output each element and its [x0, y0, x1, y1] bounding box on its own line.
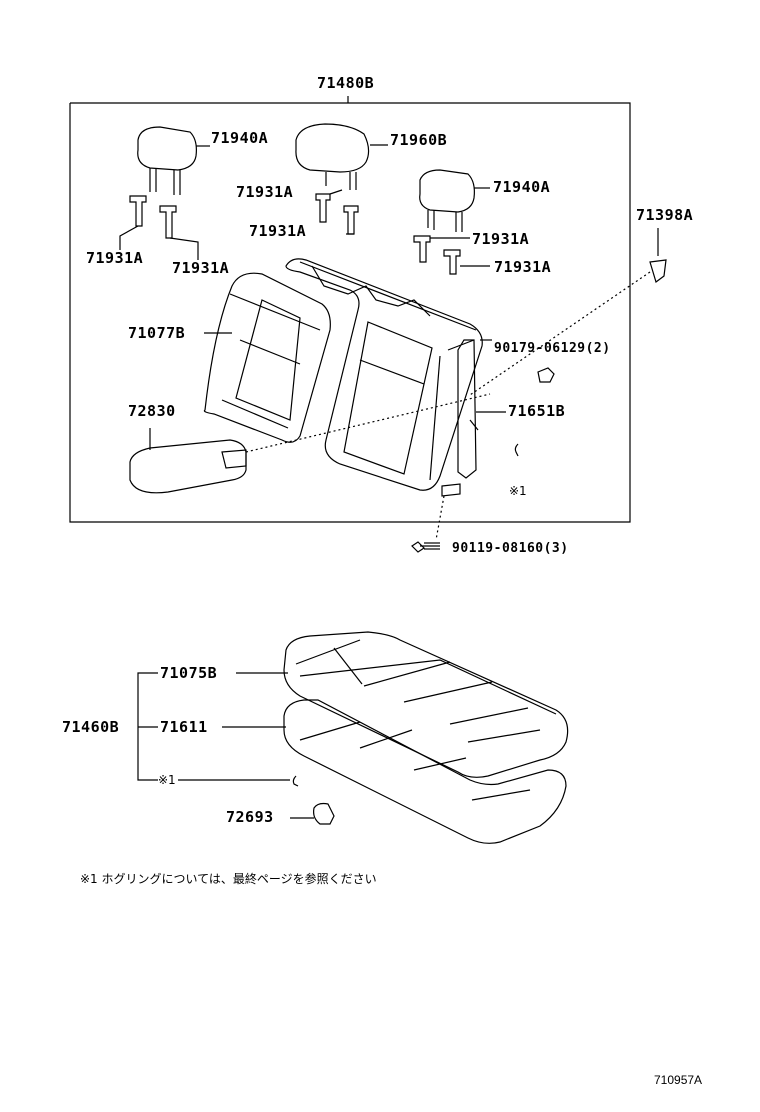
label-support-center-2: 71931A: [249, 222, 307, 240]
hook-part: [290, 804, 334, 825]
hog-ring-icon: [515, 444, 518, 456]
label-bolt: 90119-08160(3): [452, 541, 569, 556]
drawing-code: 710957A: [654, 1073, 703, 1087]
clip-part: [470, 228, 666, 395]
label-clip: 71398A: [636, 206, 694, 224]
label-support-left-2: 71931A: [172, 259, 230, 277]
label-support-right-2: 71931A: [494, 258, 552, 276]
headrest-right: [420, 170, 490, 232]
seat-cushion-cover: [284, 632, 568, 777]
label-nut: 90179-06129(2): [494, 341, 611, 356]
seat-cushion-pad: [284, 700, 566, 843]
headrest-support-right: [414, 236, 490, 274]
label-ring-mark-2: ※1: [158, 773, 176, 787]
headrest-support-center: [316, 190, 358, 234]
label-armrest: 72830: [128, 402, 176, 420]
label-back-frame: 71651B: [508, 402, 566, 420]
footnote: ※1 ホグリングについては、最終ページを参照ください: [80, 872, 377, 886]
back-frame: [442, 340, 506, 496]
label-support-left-1: 71931A: [86, 249, 144, 267]
hog-ring-cushion-icon: [293, 776, 298, 786]
label-headrest-center: 71960B: [390, 131, 448, 149]
label-support-right-1: 71931A: [472, 230, 530, 248]
label-cushion-pad: 71611: [160, 718, 208, 736]
label-ring-mark: ※1: [509, 484, 527, 498]
cushion-leader-lines: [138, 673, 290, 780]
label-assembly-cushion: 71460B: [62, 718, 120, 736]
label-headrest-left: 71940A: [211, 129, 269, 147]
armrest: [130, 394, 490, 493]
label-cushion-cover: 71075B: [160, 664, 218, 682]
label-support-center-1: 71931A: [236, 183, 294, 201]
headrest-center: [296, 124, 388, 190]
seatback-right-section: [286, 259, 482, 490]
seatback-left-section: [204, 273, 330, 442]
label-assembly-back: 71480B: [317, 74, 375, 92]
label-hook: 72693: [226, 808, 274, 826]
seatback-assembly-frame: [70, 96, 630, 522]
nut-part: [480, 340, 554, 382]
headrest-left: [138, 127, 210, 195]
label-back-cover: 71077B: [128, 324, 186, 342]
headrest-support-left: [120, 196, 198, 260]
label-headrest-right: 71940A: [493, 178, 551, 196]
bolt-part: [412, 496, 444, 552]
